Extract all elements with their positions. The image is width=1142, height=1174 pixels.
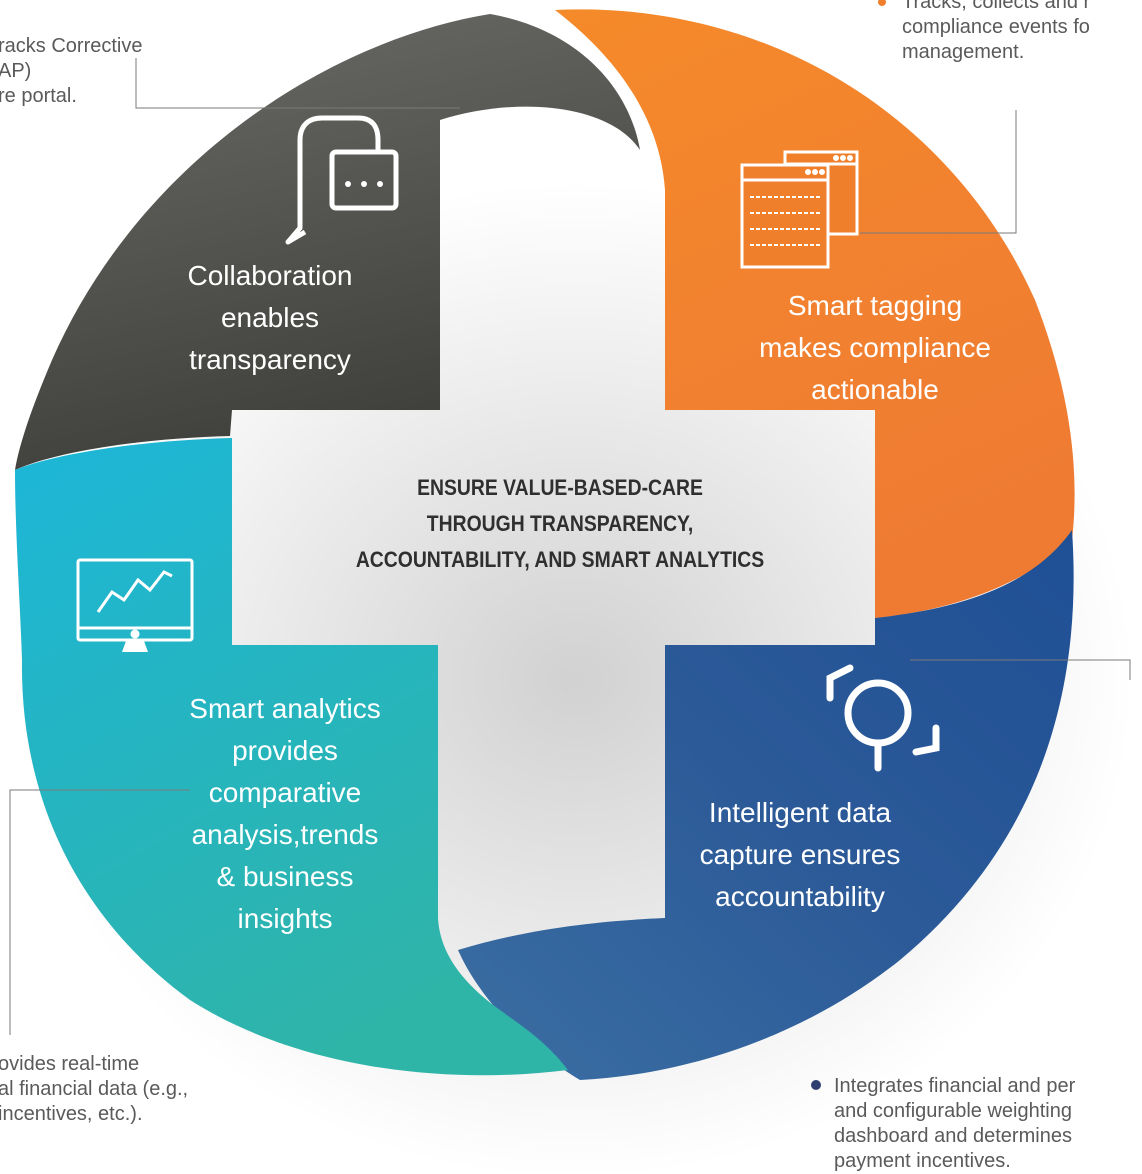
annotation-line: and configurable weighting [834, 1100, 1072, 1122]
smart-analytics-label-line: insights [237, 903, 333, 934]
annotation-line: incentives, etc.). [0, 1103, 143, 1125]
smart-analytics-label: Smart analytics provides comparative ana… [160, 688, 410, 940]
annotation-line: Integrates financial and per [834, 1075, 1076, 1097]
annotation-bottom-left: ovides real-time al financial data (e.g.… [0, 1052, 188, 1127]
chat-bubble-icon [285, 115, 399, 245]
collaboration-label-line: enables [220, 302, 320, 333]
leader-line-bottom-left [9, 789, 190, 1035]
smart-analytics-label-line: provides [232, 735, 338, 766]
smart-analytics-label-line: comparative [208, 777, 362, 808]
annotation-line: payment incentives. [834, 1150, 1011, 1172]
collaboration-label: Collaboration enables transparency [160, 255, 380, 381]
annotation-line: dashboard and determines [834, 1125, 1072, 1147]
segment-smart-analytics [15, 438, 568, 1076]
bullet-dot-top-right [878, 0, 886, 6]
intelligent-capture-label: Intelligent data capture ensures account… [670, 792, 930, 918]
annotation-line: AP) [0, 60, 32, 82]
intelligent-capture-label-line: accountability [715, 881, 885, 912]
collaboration-label-line: Collaboration [187, 260, 353, 291]
annotation-line: management. [902, 41, 1025, 63]
annotation-line: re portal. [0, 85, 77, 107]
bullet-dot-bottom-right [811, 1080, 821, 1090]
segment-intelligent-capture [458, 530, 1074, 1080]
smart-tagging-label-line: actionable [811, 374, 939, 405]
intelligent-capture-label-line: capture ensures [699, 839, 901, 870]
annotation-line: Tracks, collects and r [902, 0, 1091, 13]
center-title-line: THROUGH TRANSPARENCY, [426, 511, 694, 536]
code-windows-icon [740, 150, 859, 269]
annotation-bottom-right: Integrates financial and per and configu… [834, 1074, 1075, 1174]
leader-line-top-right [860, 110, 1017, 234]
intelligent-capture-label-line: Intelligent data [708, 797, 892, 828]
center-title-line: ENSURE VALUE-BASED-CARE [417, 475, 703, 500]
annotation-line: al financial data (e.g., [0, 1078, 189, 1100]
smart-analytics-label-line: analysis,trends [191, 819, 379, 850]
smart-analytics-label-line: & business [216, 861, 354, 892]
annotation-top-right: Tracks, collects and r compliance events… [902, 0, 1090, 65]
smart-analytics-label-line: Smart analytics [189, 693, 381, 724]
leader-line-right [910, 659, 1131, 680]
smart-tagging-label-line: Smart tagging [787, 290, 963, 321]
segment-collaboration [15, 14, 640, 470]
annotation-line: ovides real-time [0, 1053, 140, 1075]
smart-tagging-label: Smart tagging makes compliance actionabl… [720, 285, 1030, 411]
magnifier-scan-icon [826, 664, 940, 772]
annotation-line: racks Corrective [0, 35, 143, 57]
segment-smart-tagging [555, 9, 1075, 619]
annotation-leader-lines [9, 58, 1131, 1035]
annotation-top-left: racks Corrective AP) re portal. [0, 34, 142, 109]
leader-line-top-left [135, 58, 460, 109]
center-title-line: ACCOUNTABILITY, AND SMART ANALYTICS [355, 547, 765, 572]
smart-tagging-label-line: makes compliance [759, 332, 991, 363]
collaboration-label-line: transparency [189, 344, 351, 375]
annotation-line: compliance events fo [902, 16, 1090, 38]
center-title: ENSURE VALUE-BASED-CARE THROUGH TRANSPAR… [296, 470, 824, 578]
monitor-chart-icon [76, 558, 194, 652]
